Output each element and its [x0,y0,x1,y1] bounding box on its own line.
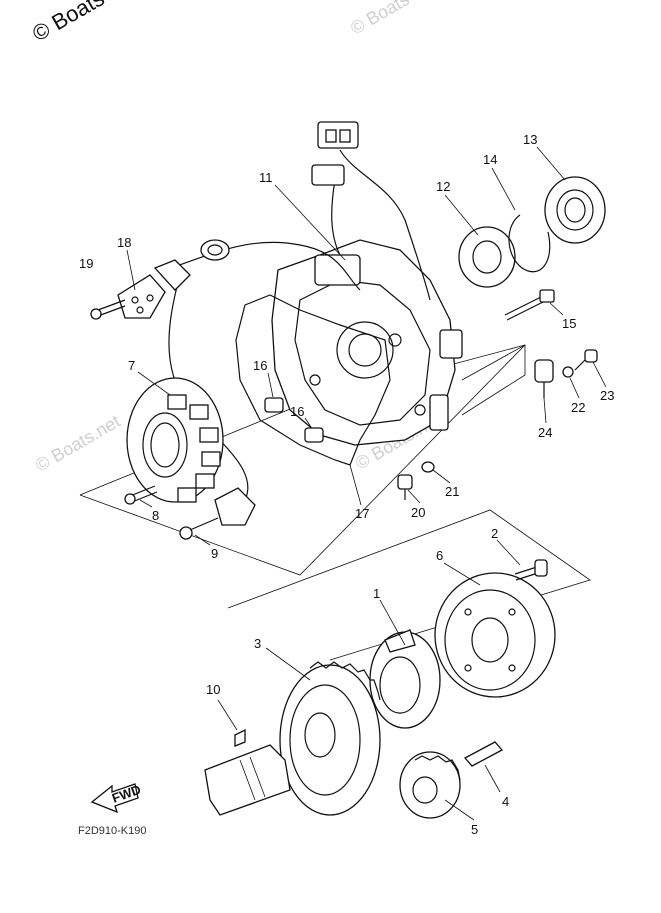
oil-seal-12 [458,226,516,288]
callout-13: 13 [523,132,537,147]
stator-wire [117,239,361,511]
bolt-15 [504,289,555,321]
callout-numbers: 1 2 3 4 5 6 7 8 9 10 11 12 13 14 15 16 1… [79,132,614,837]
callout-17: 17 [355,506,369,521]
shaft-4 [463,741,504,767]
drawing-code: F2D910-K190 [78,825,147,837]
callout-1: 1 [373,586,380,601]
watermark-faint-top: © Boats [347,0,413,38]
callout-21: 21 [445,484,459,499]
idler-gear-5 [399,751,461,819]
stator [126,377,224,503]
crankshaft [204,744,291,816]
callout-19: 19 [79,256,93,271]
housing-cover [271,239,463,446]
callout-6: 6 [436,548,443,563]
callout-22: 22 [571,400,585,415]
gear-3 [279,661,381,816]
leader-lines [126,146,607,821]
callout-16a: 16 [253,358,267,373]
key-10 [234,728,246,747]
wire-harness [311,121,431,301]
circlip-14 [508,214,551,273]
callout-23: 23 [600,388,614,403]
callout-18: 18 [117,235,131,250]
callout-20: 20 [411,505,425,520]
starter-clutch-1 [369,629,441,729]
gasket [235,294,391,466]
callout-15: 15 [562,316,576,331]
fwd-arrow-icon: FWD [90,782,143,814]
callout-12: 12 [436,179,450,194]
callout-16b: 16 [290,404,304,419]
watermark-faint-left: © Boats.net [32,411,124,475]
rotor-6 [434,572,556,698]
callout-7: 7 [128,358,135,373]
callout-3: 3 [254,636,261,651]
sensor-assembly-22-24 [534,349,598,398]
dowel-pins [264,397,324,443]
bolt-20-washer-21 [397,461,435,500]
callout-8: 8 [152,508,159,523]
bolt-19 [90,299,126,320]
callout-4: 4 [502,794,509,809]
bolt-2 [514,559,548,581]
callout-14: 14 [483,152,497,167]
callout-5: 5 [471,822,478,837]
bolt-8 [124,485,158,505]
callout-11: 11 [259,170,273,185]
callout-9: 9 [211,546,218,561]
watermark-main: © Boats [28,0,109,46]
pickup-sensor [179,487,256,540]
callout-2: 2 [491,526,498,541]
bearing-13 [544,176,606,244]
callout-24: 24 [538,425,552,440]
callout-10: 10 [206,682,220,697]
